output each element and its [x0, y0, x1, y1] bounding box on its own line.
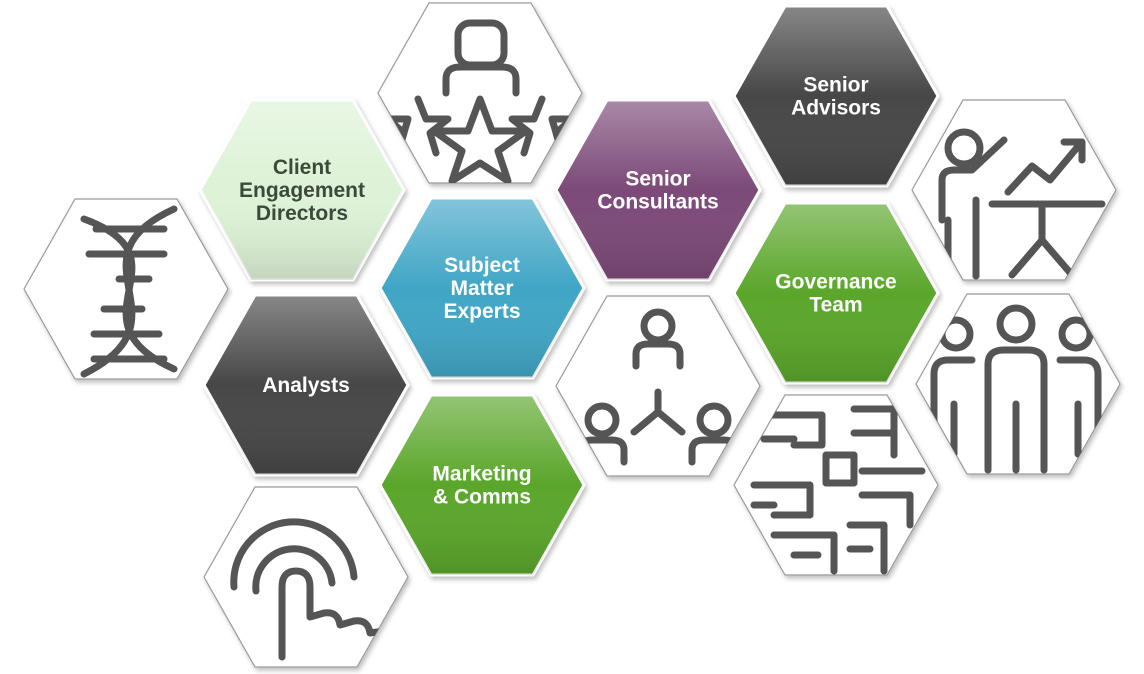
role-label-line: Analysts — [262, 374, 350, 397]
role-tile-shine — [734, 6, 938, 186]
people-group-icon — [930, 304, 1102, 474]
icon-tile-dna — [23, 198, 229, 380]
role-label-line: Team — [809, 294, 862, 317]
icon-tile-star-people — [377, 2, 583, 184]
role-label-line: Senior — [803, 74, 868, 97]
role-label-line: Matter — [450, 277, 513, 300]
role-tile-shine — [380, 198, 584, 378]
role-label-line: Senior — [625, 168, 690, 191]
role-label-line: Engagement — [239, 179, 365, 202]
role-tile-shine — [380, 395, 584, 575]
role-label-line: Consultants — [597, 191, 718, 214]
icon-tile-hands — [733, 394, 939, 576]
role-label-line: & Comms — [433, 486, 531, 509]
role-label-line: Subject — [444, 254, 520, 277]
icon-tile-hexagon — [377, 2, 583, 184]
people-network-icon — [576, 308, 740, 466]
role-tile-marketing-comms: Marketing& Comms — [378, 393, 586, 577]
dna-icon — [80, 205, 178, 378]
role-label-line: Directors — [256, 202, 348, 225]
role-label-line: Experts — [443, 300, 520, 323]
icon-tile-network — [555, 295, 761, 477]
icon-tile-group — [915, 293, 1121, 475]
presenter-growth-icon — [938, 128, 1106, 280]
role-tile-shine — [200, 100, 404, 280]
icon-tile-hexagon — [555, 295, 761, 477]
role-tile-shine — [734, 203, 938, 383]
icon-tile-presenter — [911, 99, 1117, 281]
role-label-line: Marketing — [432, 463, 531, 486]
role-tile-shine — [556, 100, 760, 280]
role-tile-shine — [204, 295, 408, 475]
role-label-line: Advisors — [791, 97, 881, 120]
role-tile-analysts: Analysts — [202, 293, 410, 477]
icon-tile-tap — [203, 486, 409, 668]
stacked-hands-icon — [750, 405, 926, 575]
role-label-line: Client — [273, 156, 331, 179]
role-label-line: Governance — [775, 271, 896, 294]
